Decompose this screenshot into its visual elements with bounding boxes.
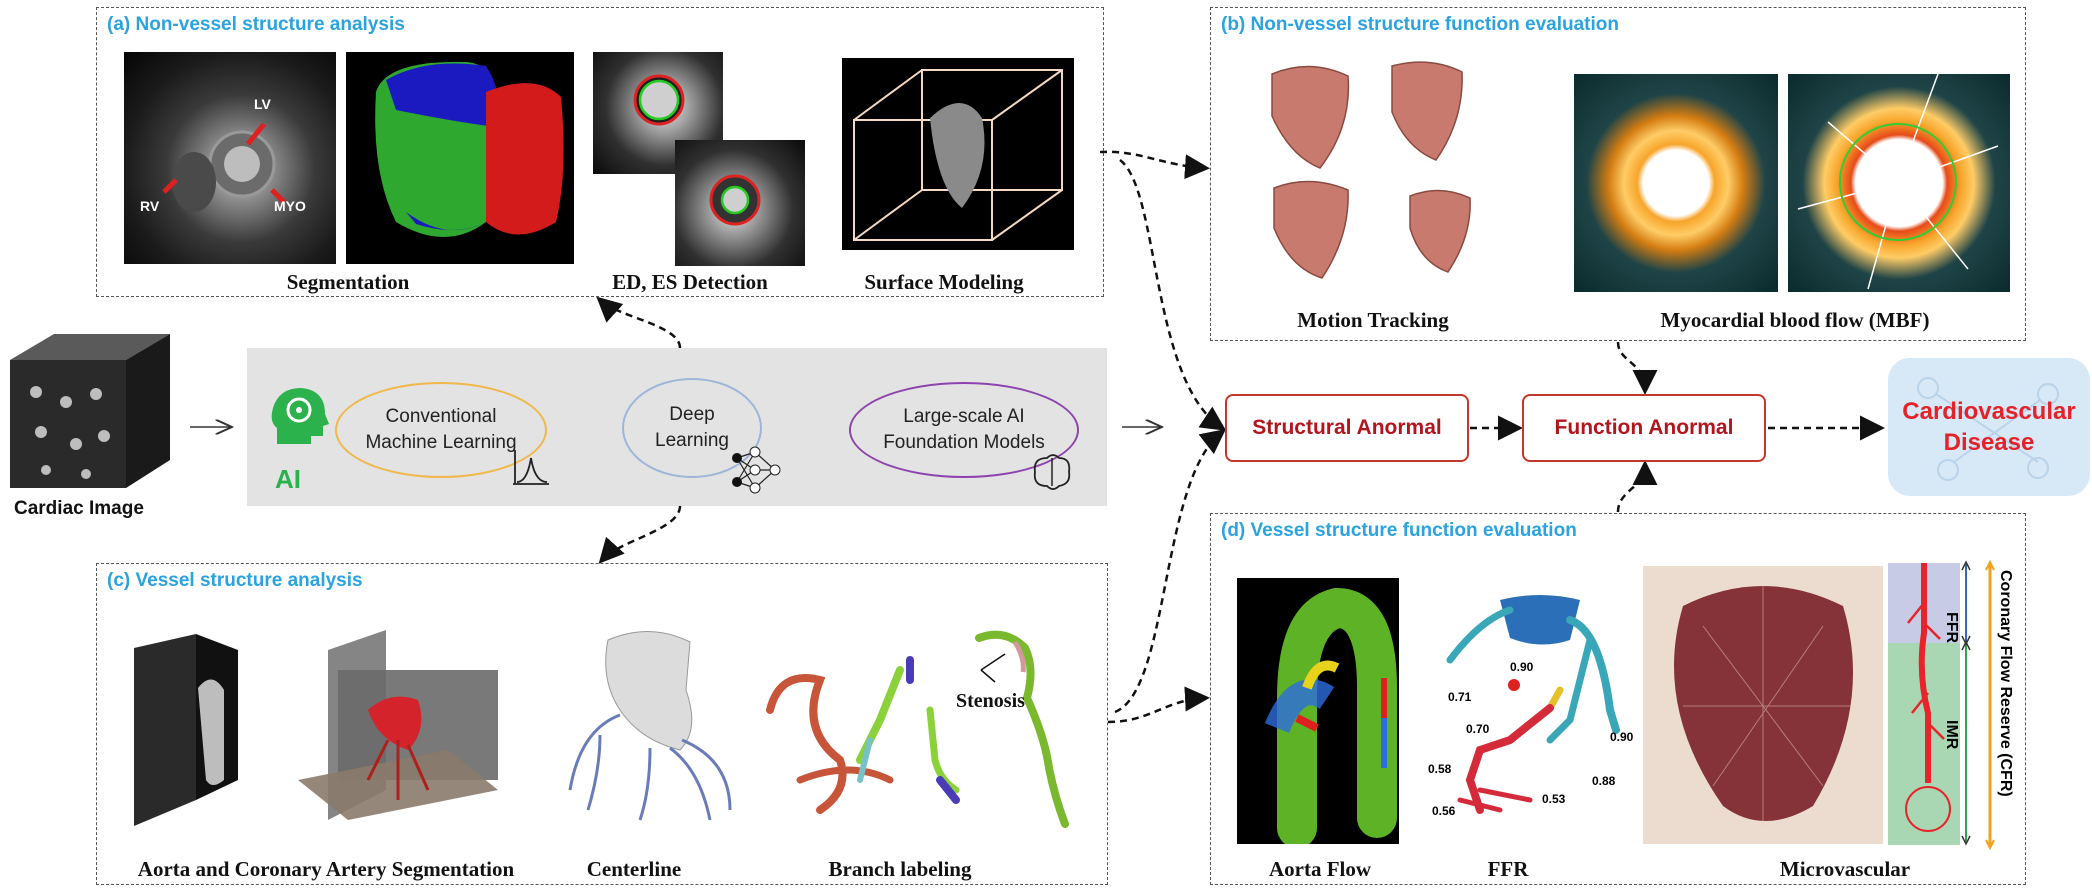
ed-frame-image	[593, 52, 723, 174]
ai-head-icon	[271, 388, 329, 444]
neural-network-icon	[732, 446, 781, 494]
ed-contours	[633, 74, 685, 126]
ffr-tree-render	[1446, 595, 1620, 814]
stage-deep-line2: Learning	[655, 430, 729, 451]
caption-mbf: Myocardial blood flow (MBF)	[1660, 308, 1930, 332]
caption-segmentation: Segmentation	[286, 270, 410, 294]
ffr-imr-bar	[1888, 563, 1960, 845]
panel-non-vessel-structure-analysis: (a) Non-vessel structure analysis	[96, 7, 1104, 297]
aorta-flow-render	[1264, 587, 1397, 844]
stage-conventional-line2: Machine Learning	[365, 432, 517, 453]
caption-aorta-coronary-segmentation: Aorta and Coronary Artery Segmentation	[137, 857, 515, 881]
caption-ed-es-detection: ED, ES Detection	[612, 270, 768, 294]
centerline-render	[568, 631, 732, 821]
stage-foundation-line2: Foundation Models	[883, 432, 1045, 453]
caption-microvascular: Microvascular	[1779, 857, 1911, 881]
panel-c-title: (c) Vessel structure analysis	[107, 570, 363, 591]
mri-arrows	[162, 122, 286, 212]
segmentation-3d-image	[346, 52, 574, 264]
panel-b-title: (b) Non-vessel structure function evalua…	[1221, 14, 1619, 35]
function-anormal-box: Function Anormal	[1522, 394, 1766, 462]
mri-slice-image: LV RV MYO	[124, 52, 336, 264]
es-frame-image	[675, 140, 805, 266]
disease-line2: Disease	[1943, 429, 2035, 456]
panel-vessel-structure-analysis: (c) Vessel structure analysis	[96, 563, 1108, 885]
aorta-segmentation-render	[134, 630, 498, 826]
disease-line1: Cardiovascular	[1902, 397, 2076, 425]
motion-tracking-hearts	[1271, 61, 1471, 279]
brain-icon	[1033, 454, 1071, 490]
caption-branch-labeling: Branch labeling	[828, 857, 972, 881]
vessel-tree-icon	[1905, 563, 1951, 832]
ffr-value-071: 0.71	[1448, 690, 1472, 704]
stage-deep-line1: Deep	[669, 404, 715, 426]
network-background-icon	[1917, 377, 2059, 481]
ffr-side-label: FFR	[1943, 612, 1960, 644]
stenosis-label: Stenosis	[956, 690, 1025, 712]
stenosis-render	[975, 630, 1069, 828]
microvascular-render	[1674, 586, 1853, 826]
bell-curve-icon	[513, 450, 549, 485]
microvascular-image	[1643, 566, 1883, 844]
caption-motion-tracking: Motion Tracking	[1297, 308, 1449, 332]
segmentation-render	[375, 61, 564, 237]
panel-a-title: (a) Non-vessel structure analysis	[107, 14, 405, 35]
stage-foundation-line1: Large-scale AI	[903, 406, 1025, 428]
stage-foundation-models: Large-scale AI Foundation Models	[849, 382, 1079, 478]
mbf-map-right	[1788, 74, 2010, 292]
ffr-value-088: 0.88	[1592, 774, 1616, 788]
caption-aorta-flow: Aorta Flow	[1268, 857, 1372, 881]
stage-conventional-line1: Conventional	[385, 406, 497, 428]
ai-label: AI	[275, 464, 301, 494]
panel-d-title: (d) Vessel structure function evaluation	[1221, 520, 1577, 541]
caption-ffr: FFR	[1487, 857, 1529, 881]
branch-labeling-render	[766, 656, 960, 814]
caption-surface-modeling: Surface Modeling	[864, 270, 1024, 294]
panel-vessel-function-evaluation: (d) Vessel structure function evaluation	[1210, 513, 2026, 885]
ffr-value-056: 0.56	[1432, 804, 1456, 818]
lv-label: LV	[254, 96, 271, 112]
surface-model-image	[842, 58, 1074, 250]
cfr-range-arrows	[1961, 560, 1995, 850]
aorta-flow-image	[1237, 578, 1399, 844]
panel-non-vessel-function-evaluation: (b) Non-vessel structure function evalua…	[1210, 7, 2026, 341]
ffr-value-053: 0.53	[1542, 792, 1566, 806]
imr-side-label: IMR	[1943, 720, 1960, 750]
myo-label: MYO	[274, 198, 306, 214]
cfr-side-label: Coronary Flow Reserve (CFR)	[1997, 570, 2014, 797]
ffr-value-058: 0.58	[1428, 762, 1452, 776]
cardiac-image-cube	[6, 332, 174, 490]
cardiac-image-label: Cardiac Image	[14, 498, 144, 519]
structural-anormal-box: Structural Anormal	[1225, 394, 1469, 462]
ffr-value-090-right: 0.90	[1610, 730, 1634, 744]
ffr-value-090-top: 0.90	[1510, 660, 1534, 674]
surface-model-cube	[853, 69, 1063, 241]
mbf-map-left	[1574, 74, 1778, 292]
mbf-sector-lines	[1797, 74, 1999, 290]
cube-render	[10, 334, 170, 488]
es-contours	[709, 174, 761, 226]
ffr-value-070: 0.70	[1466, 722, 1490, 736]
rv-label: RV	[140, 198, 160, 214]
caption-centerline: Centerline	[586, 857, 682, 881]
